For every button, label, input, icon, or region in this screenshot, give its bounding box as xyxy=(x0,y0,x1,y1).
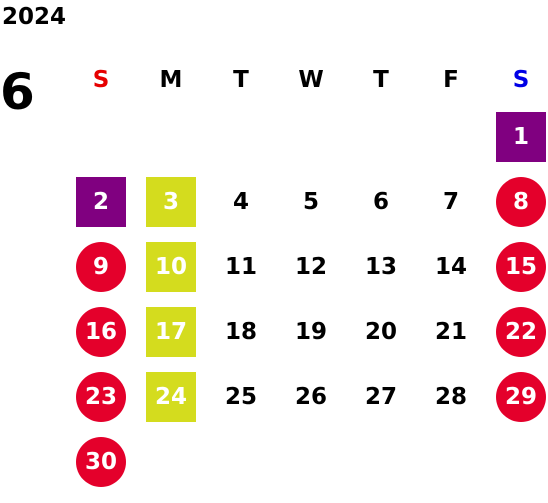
day-number[interactable]: 1 xyxy=(496,111,546,162)
day-cell: 13 xyxy=(346,234,416,299)
day-cell: 2 xyxy=(66,169,136,234)
day-number[interactable]: 2 xyxy=(76,176,126,227)
day-number[interactable]: 24 xyxy=(146,371,196,422)
day-number[interactable]: 18 xyxy=(224,318,257,345)
day-number[interactable]: 8 xyxy=(496,176,546,227)
day-cell xyxy=(276,104,346,169)
day-number[interactable]: 17 xyxy=(146,306,196,357)
weekday-header: T xyxy=(373,67,389,93)
day-number[interactable]: 7 xyxy=(442,188,459,215)
day-cell: 5 xyxy=(276,169,346,234)
day-number[interactable]: 26 xyxy=(294,383,327,410)
day-cell: 8 xyxy=(486,169,548,234)
day-number[interactable]: 13 xyxy=(364,253,397,280)
day-cell xyxy=(346,104,416,169)
day-number[interactable]: 23 xyxy=(76,371,126,422)
day-cell: 27 xyxy=(346,364,416,429)
day-number[interactable]: 25 xyxy=(224,383,257,410)
day-number[interactable]: 20 xyxy=(364,318,397,345)
day-number[interactable]: 27 xyxy=(364,383,397,410)
weekday-header: S xyxy=(512,67,530,93)
day-cell: 12 xyxy=(276,234,346,299)
day-cell xyxy=(486,429,548,494)
day-cell xyxy=(416,429,486,494)
day-cell: 4 xyxy=(206,169,276,234)
day-cell: 11 xyxy=(206,234,276,299)
day-cell: 9 xyxy=(66,234,136,299)
day-cell xyxy=(346,429,416,494)
day-number[interactable]: 12 xyxy=(294,253,327,280)
weekday-header: S xyxy=(92,67,110,93)
day-number[interactable]: 3 xyxy=(146,176,196,227)
day-cell xyxy=(276,429,346,494)
day-number[interactable]: 22 xyxy=(496,306,546,357)
weekday-header: T xyxy=(233,67,249,93)
day-number[interactable]: 14 xyxy=(434,253,467,280)
day-number[interactable]: 4 xyxy=(232,188,249,215)
day-number[interactable]: 21 xyxy=(434,318,467,345)
day-cell: 6 xyxy=(346,169,416,234)
day-cell: 7 xyxy=(416,169,486,234)
day-cell: 24 xyxy=(136,364,206,429)
day-cell: 19 xyxy=(276,299,346,364)
day-cell: 20 xyxy=(346,299,416,364)
day-number[interactable]: 28 xyxy=(434,383,467,410)
day-number[interactable]: 9 xyxy=(76,241,126,292)
day-cell: 25 xyxy=(206,364,276,429)
day-number[interactable]: 6 xyxy=(372,188,389,215)
day-cell: 10 xyxy=(136,234,206,299)
day-cell xyxy=(136,429,206,494)
day-cell: 29 xyxy=(486,364,548,429)
calendar-month: 6 xyxy=(0,63,35,121)
calendar-year: 2024 xyxy=(2,4,67,30)
weekday-header: W xyxy=(298,67,324,93)
day-cell: 16 xyxy=(66,299,136,364)
day-cell: 3 xyxy=(136,169,206,234)
day-cell xyxy=(206,104,276,169)
day-number[interactable]: 29 xyxy=(496,371,546,422)
weekday-header: M xyxy=(159,67,183,93)
day-cell: 15 xyxy=(486,234,548,299)
day-number[interactable]: 16 xyxy=(76,306,126,357)
day-cell xyxy=(416,104,486,169)
day-cell: 1 xyxy=(486,104,548,169)
day-number[interactable]: 10 xyxy=(146,241,196,292)
day-cell: 26 xyxy=(276,364,346,429)
day-number[interactable]: 15 xyxy=(496,241,546,292)
day-cell: 14 xyxy=(416,234,486,299)
day-cell: 18 xyxy=(206,299,276,364)
day-number[interactable]: 11 xyxy=(224,253,257,280)
day-cell: 21 xyxy=(416,299,486,364)
day-cell xyxy=(136,104,206,169)
day-number[interactable]: 30 xyxy=(76,436,126,487)
day-cell: 22 xyxy=(486,299,548,364)
day-number[interactable]: 19 xyxy=(294,318,327,345)
day-number[interactable]: 5 xyxy=(302,188,319,215)
day-cell: 28 xyxy=(416,364,486,429)
day-cell xyxy=(206,429,276,494)
day-cell: 30 xyxy=(66,429,136,494)
weekday-header: F xyxy=(443,67,459,93)
day-cell: 17 xyxy=(136,299,206,364)
day-cell: 23 xyxy=(66,364,136,429)
day-cell xyxy=(66,104,136,169)
